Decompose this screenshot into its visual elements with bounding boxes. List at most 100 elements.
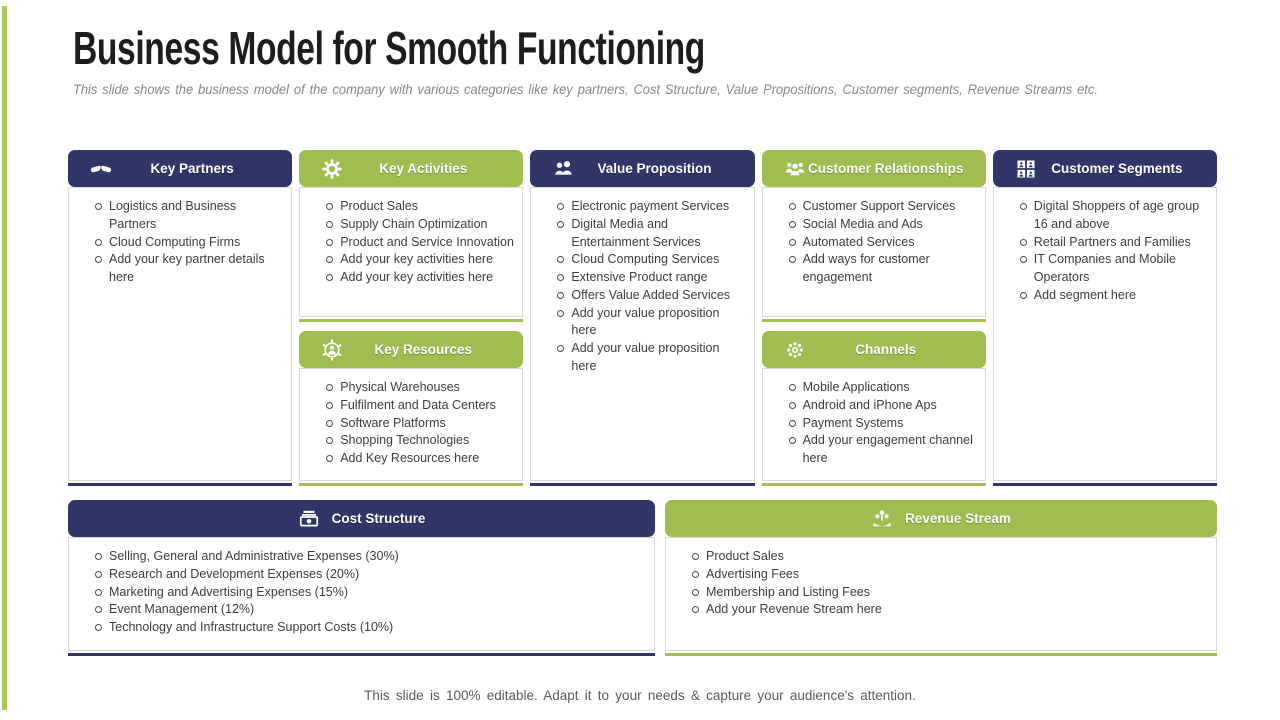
list-item: Technology and Infrastructure Support Co… <box>95 619 646 637</box>
list-item: Fulfilment and Data Centers <box>326 397 514 415</box>
list-item: Retail Partners and Families <box>1019 234 1208 252</box>
column-key-partners: Key Partners Logistics and Business Part… <box>68 150 293 486</box>
list-item: Add ways for customer engagement <box>788 251 977 287</box>
cost-structure-body: Selling, General and Administrative Expe… <box>68 537 655 651</box>
list-item: Cloud Computing Firms <box>94 234 283 252</box>
box-title: Key Resources <box>374 342 473 357</box>
people-group-icon <box>784 158 806 180</box>
key-partners-header: Key Partners <box>68 150 293 187</box>
list-item: Add your engagement channel here <box>788 432 977 468</box>
business-model-canvas-bottom: Cost Structure Selling, General and Admi… <box>68 500 1217 656</box>
box-title: Value Proposition <box>597 161 712 176</box>
column-relationships-channels: Customer Relationships Customer Support … <box>761 150 986 486</box>
box-cost-structure: Cost Structure Selling, General and Admi… <box>68 500 655 656</box>
cost-structure-items: Selling, General and Administrative Expe… <box>69 548 654 637</box>
list-item: Marketing and Advertising Expenses (15%) <box>95 584 646 602</box>
accent-bar <box>992 482 1217 486</box>
list-item: Add your value proposition here <box>557 340 745 376</box>
box-title: Key Partners <box>150 161 234 176</box>
page-title: Business Model for Smooth Functioning <box>73 22 705 74</box>
box-title: Customer Relationships <box>808 161 964 176</box>
key-resources-header: Key Resources <box>299 331 524 368</box>
customer-relationships-header: Customer Relationships <box>761 150 986 187</box>
list-item: Extensive Product range <box>557 269 745 287</box>
business-model-canvas-top: Key Partners Logistics and Business Part… <box>68 150 1217 486</box>
list-item: Product and Service Innovation <box>326 234 514 252</box>
list-item: Offers Value Added Services <box>557 287 745 305</box>
list-item: Digital Shoppers of age group 16 and abo… <box>1019 198 1208 234</box>
list-item: Software Platforms <box>326 415 514 433</box>
segments-grid-icon <box>1015 158 1037 180</box>
banknote-icon <box>298 508 320 530</box>
gear-icon <box>321 158 343 180</box>
list-item: Advertising Fees <box>692 566 1208 584</box>
list-item: Digital Media and Entertainment Services <box>557 216 745 252</box>
list-item: Product Sales <box>692 548 1208 566</box>
list-item: Add Key Resources here <box>326 450 514 468</box>
accent-bar <box>299 318 524 322</box>
revenue-stream-header: Revenue Stream <box>665 500 1217 537</box>
list-item: Mobile Applications <box>788 379 977 397</box>
box-customer-segments: Customer Segments Digital Shoppers of ag… <box>992 150 1217 486</box>
customer-segments-header: Customer Segments <box>992 150 1217 187</box>
list-item: Add your Revenue Stream here <box>692 601 1208 619</box>
list-item: Android and iPhone Aps <box>788 397 977 415</box>
list-item: Product Sales <box>326 198 514 216</box>
box-key-partners: Key Partners Logistics and Business Part… <box>68 150 293 486</box>
list-item: Automated Services <box>788 234 977 252</box>
left-accent-bar <box>2 6 7 710</box>
list-item: Shopping Technologies <box>326 432 514 450</box>
network-nodes-icon <box>784 339 806 361</box>
customer-segments-items: Digital Shoppers of age group 16 and abo… <box>994 198 1216 305</box>
footer-note: This slide is 100% editable. Adapt it to… <box>364 688 916 703</box>
accent-bar <box>68 482 293 486</box>
key-activities-header: Key Activities <box>299 150 524 187</box>
list-item: Membership and Listing Fees <box>692 584 1208 602</box>
box-title: Channels <box>855 342 917 357</box>
column-customer-segments: Customer Segments Digital Shoppers of ag… <box>992 150 1217 486</box>
accent-bar <box>665 652 1217 656</box>
list-item: Add your key activities here <box>326 251 514 269</box>
cost-structure-header: Cost Structure <box>68 500 655 537</box>
handshake-icon <box>90 158 112 180</box>
two-people-icon <box>552 158 574 180</box>
box-title: Revenue Stream <box>905 511 1011 526</box>
list-item: Add segment here <box>1019 287 1208 305</box>
list-item: Cloud Computing Services <box>557 251 745 269</box>
list-item: Customer Support Services <box>788 198 977 216</box>
value-proposition-header: Value Proposition <box>530 150 755 187</box>
list-item: Electronic payment Services <box>557 198 745 216</box>
list-item: Physical Warehouses <box>326 379 514 397</box>
list-item: Research and Development Expenses (20%) <box>95 566 646 584</box>
list-item: Add your key activities here <box>326 269 514 287</box>
box-customer-relationships: Customer Relationships Customer Support … <box>761 150 986 322</box>
accent-bar <box>68 652 655 656</box>
accent-bar <box>530 482 755 486</box>
column-value-proposition: Value Proposition Electronic payment Ser… <box>530 150 755 486</box>
list-item: Supply Chain Optimization <box>326 216 514 234</box>
box-value-proposition: Value Proposition Electronic payment Ser… <box>530 150 755 486</box>
accent-bar <box>761 482 986 486</box>
money-hand-icon <box>871 508 893 530</box>
list-item: Selling, General and Administrative Expe… <box>95 548 646 566</box>
box-title: Customer Segments <box>1051 161 1183 176</box>
list-item: IT Companies and Mobile Operators <box>1019 251 1208 287</box>
person-gear-icon <box>321 338 343 361</box>
accent-bar <box>761 318 986 322</box>
list-item: Add your value proposition here <box>557 305 745 341</box>
list-item: Social Media and Ads <box>788 216 977 234</box>
